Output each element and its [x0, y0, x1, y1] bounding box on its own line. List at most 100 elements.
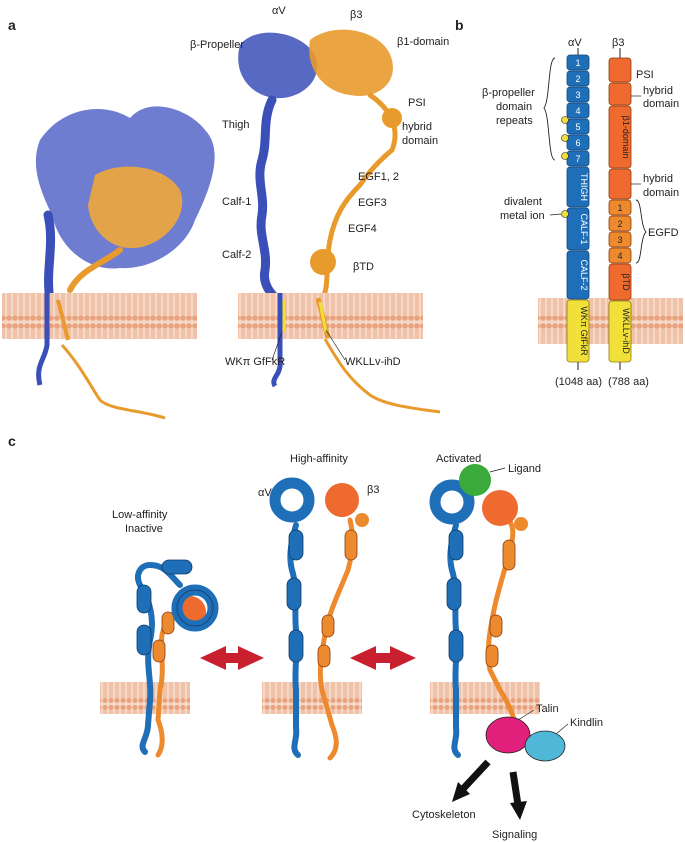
beta-seg-b1-label: β1-domain	[621, 116, 631, 159]
b-label-psi: PSI	[636, 69, 654, 81]
beta-psi-active	[514, 517, 528, 531]
alpha-seg-calf1	[566, 207, 590, 251]
alpha-seg-5	[566, 118, 590, 135]
panel-a-label: a	[8, 17, 16, 33]
alpha-seg-6-label: 6	[575, 138, 580, 148]
beta-propeller-blob	[238, 32, 318, 99]
b-propeller-line2: domain	[496, 101, 532, 113]
beta-tm-highlight	[318, 301, 328, 333]
beta-seg-egf1-label: 1	[617, 203, 622, 213]
panel-a: a αV	[2, 5, 449, 420]
beta-legs	[67, 247, 123, 293]
beta-seg-egf3	[608, 231, 632, 248]
alpha-thigh-active	[448, 529, 464, 561]
alpha-calf2-bent	[136, 624, 152, 656]
alpha-propeller-active	[429, 479, 475, 525]
alpha-seg-4-label: 4	[575, 106, 580, 116]
b-propeller-line3: repeats	[496, 115, 533, 127]
a-label-egf3: EGF3	[358, 197, 387, 209]
equilibrium-arrow-1	[200, 646, 264, 670]
metal-ion-1	[561, 116, 569, 124]
beta-egf-active-2	[489, 614, 503, 638]
alpha-seg-2-label: 2	[575, 74, 580, 84]
a-beta-name: β3	[350, 9, 362, 21]
integrin-high-affinity	[269, 477, 369, 761]
c-low-line1: Low-affinity	[112, 509, 168, 521]
c-kindlin: Kindlin	[570, 717, 603, 729]
membrane-c-1	[100, 682, 190, 714]
beta-egf-bent-1	[152, 639, 166, 663]
c-activated: Activated	[436, 453, 481, 465]
talin-leader	[517, 709, 535, 721]
beta-seg-btd-label: βTD	[621, 273, 631, 291]
beta-seg-egf4-label: 4	[617, 251, 622, 261]
alpha-tail-ext	[271, 339, 283, 388]
panel-c-label: c	[8, 433, 16, 449]
alpha-bar: 1 2 3 4 5 6 7 THIGH CALF-1 CALF-2 WKπ Gf…	[561, 48, 590, 370]
a-label-hybrid: hybrid	[402, 121, 432, 133]
beta-seg-egf3-label: 3	[617, 235, 622, 245]
beta-seg-egf2-label: 2	[617, 219, 622, 229]
b-beta-name: β3	[612, 37, 624, 49]
c-talin: Talin	[536, 703, 559, 715]
btd-blob	[310, 249, 336, 275]
integrin-activated	[429, 464, 566, 820]
alpha-seg-5-label: 5	[575, 122, 580, 132]
beta-psi-high	[355, 513, 369, 527]
beta-egf-high-1	[317, 644, 331, 668]
metal-ion-4	[561, 210, 569, 218]
beta-tm-left	[56, 299, 70, 341]
alpha-seg-1-label: 1	[575, 58, 580, 68]
beta-seg-egf4	[608, 247, 632, 264]
beta-seg-egf1	[608, 199, 632, 216]
b-metal-line1: divalent	[504, 196, 542, 208]
alpha-tail	[36, 300, 50, 386]
beta-seg-egf2	[608, 215, 632, 232]
bent-integrin-structure	[35, 106, 215, 420]
beta-leg-active	[485, 512, 523, 743]
beta-seg-btd	[608, 263, 632, 301]
c-cytoskeleton: Cytoskeleton	[412, 809, 476, 821]
beta1-domain-blob	[309, 29, 393, 96]
alpha-seg-3	[566, 86, 590, 103]
c-high-affinity: High-affinity	[290, 453, 348, 465]
alpha-thigh-bent	[161, 559, 193, 575]
equilibrium-arrow-2	[350, 646, 416, 670]
membrane-c-3	[430, 682, 540, 714]
a-label-calf2: Calf-2	[222, 249, 251, 261]
alpha-seg-6	[566, 134, 590, 151]
a-label-btd: βTD	[353, 261, 374, 273]
b-label-domain1: domain	[643, 98, 679, 110]
alpha-calf2-high	[288, 629, 304, 663]
beta-egf-active-1	[485, 644, 499, 668]
alpha-calf1-bent	[136, 584, 152, 614]
talin-blob	[485, 716, 531, 754]
alpha-seg-thigh	[566, 166, 590, 208]
a-alpha-name: αV	[272, 5, 286, 17]
alpha-seg-2	[566, 70, 590, 87]
b-label-egfd: EGFD	[648, 227, 679, 239]
a-label-tm-alpha: WKπ GfFkR	[225, 356, 285, 368]
alpha-calf1-active	[446, 577, 462, 611]
b-label-domain2: domain	[643, 187, 679, 199]
beta-hybrid-high	[344, 529, 358, 561]
integrin-low-affinity	[135, 559, 219, 758]
ligand-leader	[489, 467, 506, 473]
b-propeller-line1: β-propeller	[482, 87, 535, 99]
a-label-thigh: Thigh	[222, 119, 250, 131]
alpha-thigh-high	[288, 529, 304, 561]
membrane-c-2	[262, 682, 362, 714]
alpha-seg-calf2-label: CALF-2	[579, 259, 589, 290]
psi-blob	[382, 108, 402, 128]
a-label-beta-propeller: β-Propeller	[190, 39, 244, 51]
beta-seg-hybrid-top	[608, 82, 632, 106]
alpha-seg-7-label: 7	[575, 154, 580, 164]
signaling-arrow-head	[510, 801, 527, 820]
alpha-calf2-active	[448, 629, 464, 663]
alpha-leg-bent	[135, 561, 183, 755]
c-signaling: Signaling	[492, 829, 537, 841]
panel-b-label: b	[455, 17, 464, 33]
panel-b: b αV β3 1 2 3 4 5 6 7 THIGH CALF-1	[455, 17, 683, 388]
membrane-a-right	[238, 293, 423, 339]
